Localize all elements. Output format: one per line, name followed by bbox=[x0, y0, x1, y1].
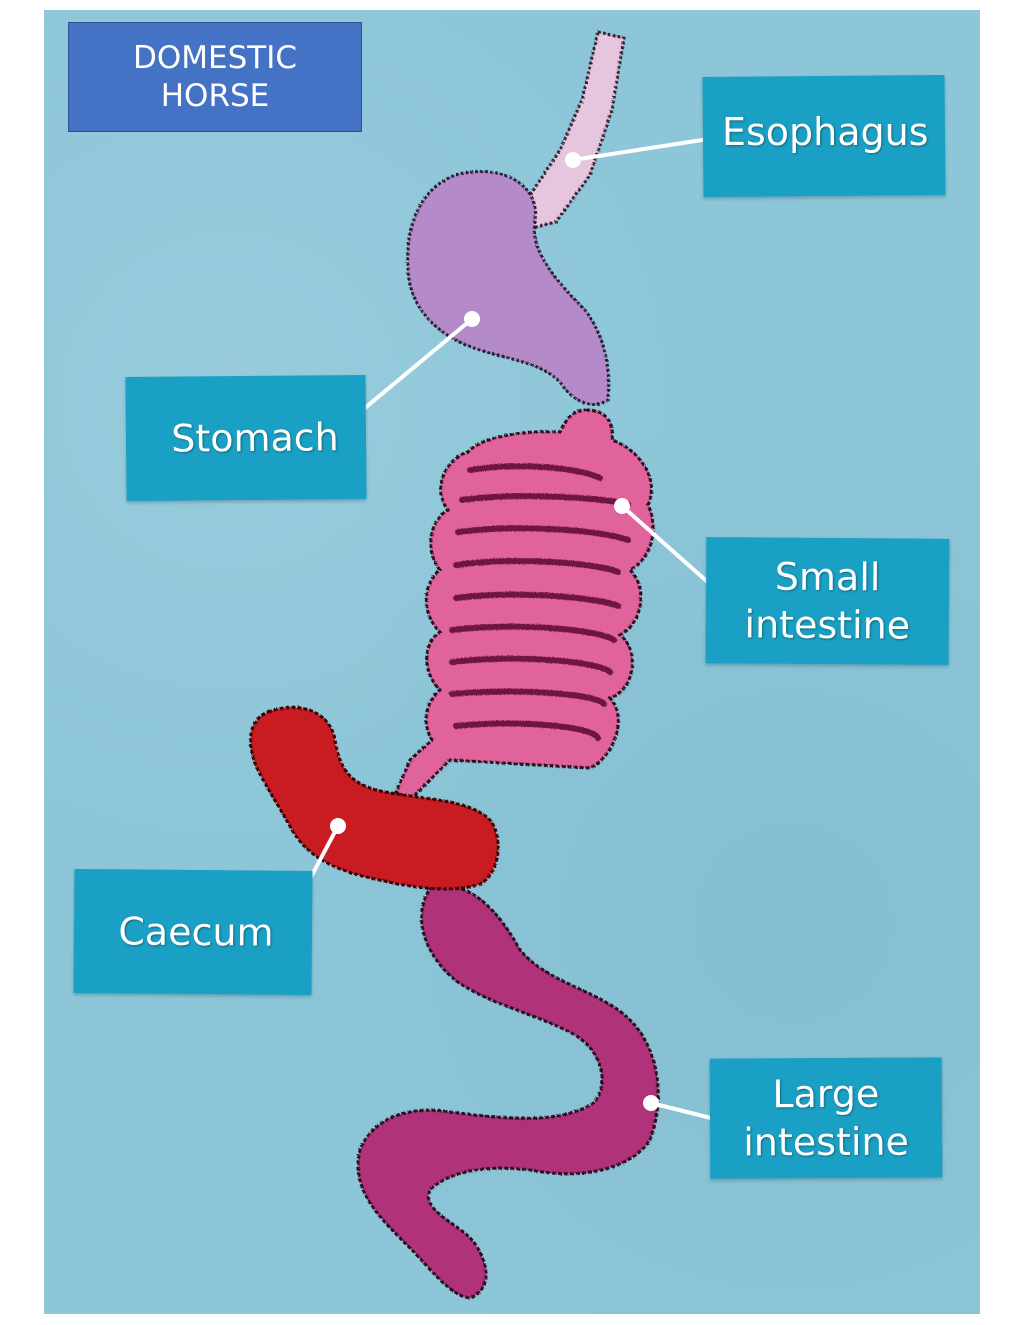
caecum-label-card: Caecum bbox=[73, 868, 313, 996]
large-intestine-leader-dot-shape bbox=[643, 1095, 659, 1111]
large-intestine-label: Large intestine bbox=[743, 1071, 910, 1165]
small-intestine-label: Small intestine bbox=[744, 554, 911, 648]
diagram-title: DOMESTIC HORSE bbox=[132, 40, 297, 114]
caecum-label: Caecum bbox=[118, 909, 274, 955]
esophagus-shape bbox=[526, 30, 626, 230]
stomach-label-card: Stomach bbox=[125, 374, 367, 502]
caecum-leader-dot-shape bbox=[330, 818, 346, 834]
esophagus-label: Esophagus bbox=[722, 110, 929, 154]
stomach-label: Stomach bbox=[171, 415, 339, 461]
esophagus-leader-line bbox=[572, 134, 729, 162]
large-intestine-shape bbox=[356, 883, 660, 1300]
esophagus-leader-dot-shape bbox=[565, 152, 581, 168]
small-intestine-label-card: Small intestine bbox=[705, 537, 950, 665]
stomach-leader-dot-shape bbox=[464, 311, 480, 327]
stomach-shape bbox=[406, 169, 611, 406]
small-intestine-shape bbox=[394, 408, 655, 802]
large-intestine-label-card: Large intestine bbox=[709, 1057, 943, 1179]
diagram-title-box: DOMESTIC HORSE bbox=[68, 22, 362, 132]
small-intestine-leader-dot-shape bbox=[614, 498, 630, 514]
caecum-shape bbox=[249, 705, 500, 891]
